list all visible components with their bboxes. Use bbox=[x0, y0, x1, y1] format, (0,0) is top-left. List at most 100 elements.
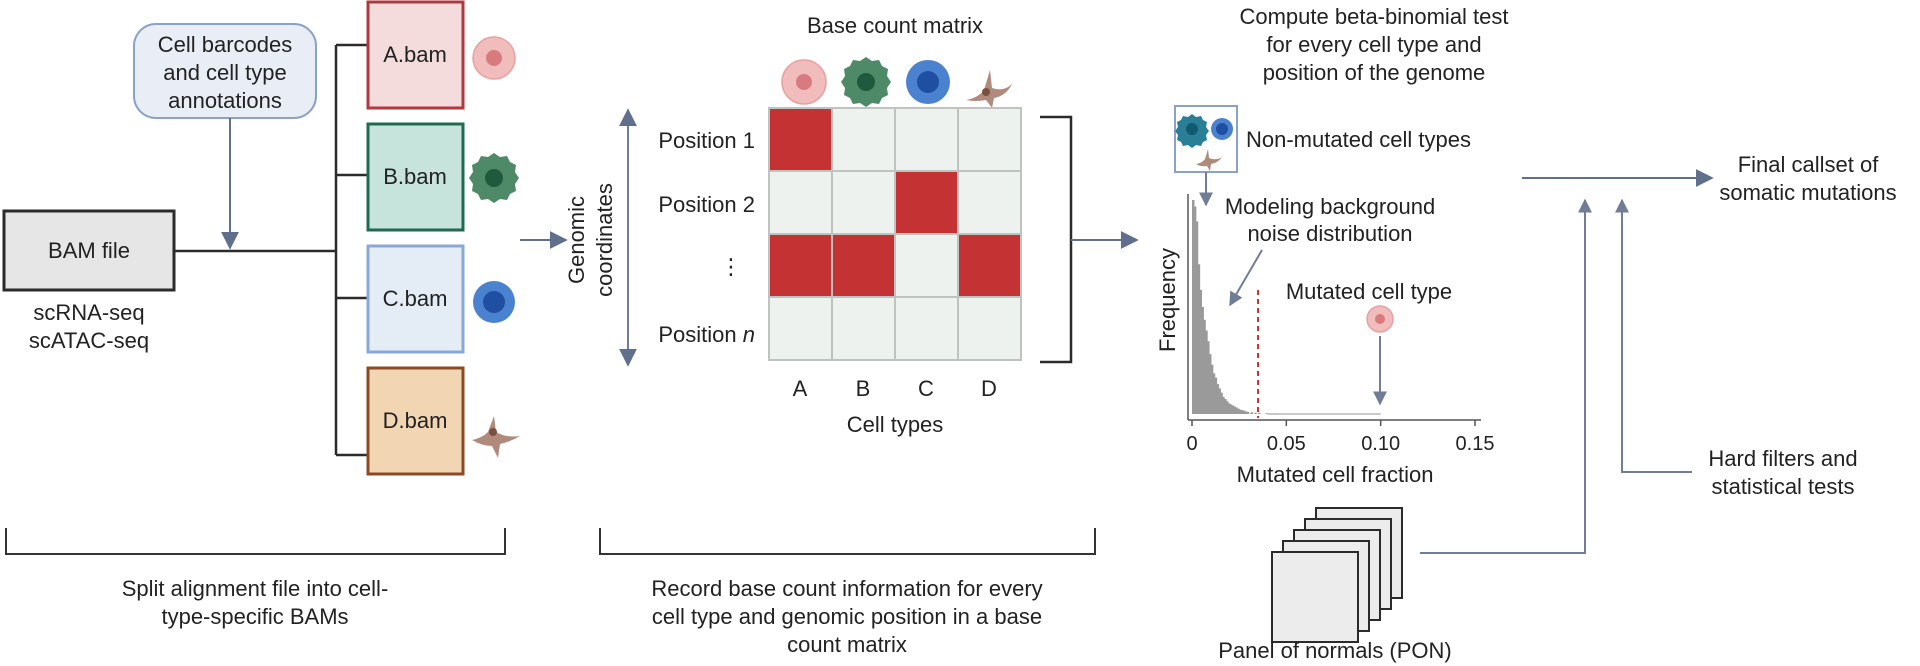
hist-bar bbox=[1222, 396, 1225, 414]
annotation-line1: Cell barcodes bbox=[158, 32, 293, 57]
hist-bar bbox=[1239, 409, 1242, 414]
matrix-cell-r4-c bbox=[894, 296, 959, 361]
matrix-cell-r1-c bbox=[894, 107, 959, 172]
cell-d-icon bbox=[472, 416, 520, 458]
col-label-b: B bbox=[856, 376, 871, 401]
filters-line1: Hard filters and bbox=[1708, 446, 1857, 471]
hist-bar bbox=[1250, 412, 1253, 414]
hist-bar bbox=[1203, 319, 1206, 414]
test-title-line3: position of the genome bbox=[1263, 60, 1486, 85]
mutated-cell-icon bbox=[1366, 305, 1394, 333]
modeling-line2: noise distribution bbox=[1247, 221, 1412, 246]
test-title-line2: for every cell type and bbox=[1266, 32, 1481, 57]
bam-label-d: D.bam bbox=[383, 408, 448, 433]
matrix-bracket bbox=[1040, 115, 1073, 364]
hist-bar bbox=[1214, 377, 1218, 414]
hist-bar bbox=[1241, 410, 1244, 414]
genomic-axis-line2: coordinates bbox=[592, 183, 617, 297]
cell-b-icon bbox=[469, 153, 519, 203]
hist-bar bbox=[1218, 388, 1221, 414]
bam-file-group: BAM file scRNA-seq scATAC-seq bbox=[2, 209, 176, 353]
hist-bar bbox=[1233, 406, 1236, 414]
non-mutated-label: Non-mutated cell types bbox=[1246, 127, 1471, 152]
bam-file-label: BAM file bbox=[48, 238, 130, 263]
matrix-cell-r4-a bbox=[768, 296, 833, 361]
caption-record-line3: count matrix bbox=[787, 632, 907, 657]
cell-icons-bam bbox=[469, 36, 520, 458]
row-label-ellipsis: ⋮ bbox=[720, 254, 742, 279]
final-line1: Final callset of bbox=[1738, 152, 1880, 177]
col-label-d: D bbox=[981, 376, 997, 401]
bam-file-sub2: scATAC-seq bbox=[29, 328, 149, 353]
annotation-group: Cell barcodes and cell type annotations bbox=[133, 23, 317, 250]
matrix-cell-r3-d bbox=[957, 233, 1022, 298]
bam-box-a bbox=[366, 0, 465, 110]
matrix-cell-r4-b bbox=[831, 296, 896, 361]
bam-box-b bbox=[366, 122, 465, 232]
arrow-filters-to-final bbox=[1615, 198, 1692, 473]
hist-bars bbox=[1192, 200, 1306, 414]
matrix-cell-c-icon bbox=[906, 60, 950, 104]
caption-record-line2: cell type and genomic position in a base bbox=[652, 604, 1042, 629]
mutated-label: Mutated cell type bbox=[1286, 279, 1452, 304]
hist-bar bbox=[1197, 264, 1201, 414]
hist-bar bbox=[1235, 407, 1238, 414]
hist-bar bbox=[1207, 341, 1210, 414]
bam-label-c: C.bam bbox=[383, 286, 448, 311]
bam-box-c bbox=[366, 244, 465, 354]
caption-split-line1: Split alignment file into cell- bbox=[122, 576, 389, 601]
matrix-cell-r1-d bbox=[957, 107, 1022, 172]
split-connectors bbox=[174, 43, 368, 457]
annotation-line3: annotations bbox=[168, 88, 282, 113]
bam-file-sub1: scRNA-seq bbox=[33, 300, 144, 325]
pon-stack bbox=[1271, 507, 1403, 643]
matrix-cell-d-icon bbox=[966, 70, 1012, 108]
hist-bar bbox=[1192, 200, 1195, 414]
hist-bar bbox=[1244, 411, 1248, 414]
hist-bar bbox=[1231, 405, 1235, 414]
matrix-cell-r1-b bbox=[831, 107, 896, 172]
hist-tick-label: 0.15 bbox=[1456, 433, 1495, 455]
split-bracket bbox=[5, 528, 506, 555]
bam-box-d bbox=[366, 366, 465, 476]
cell-a-icon bbox=[472, 36, 516, 80]
col-label-c: C bbox=[918, 376, 934, 401]
hist-tick-label: 0.05 bbox=[1267, 433, 1306, 455]
annotation-line2: and cell type bbox=[163, 60, 287, 85]
modeling-arrow bbox=[1229, 249, 1263, 307]
non-mutated-d-icon bbox=[1196, 149, 1222, 171]
row-label-n: Position n bbox=[658, 322, 755, 347]
matrix-cell-r3-b bbox=[831, 233, 896, 298]
split-bam-list: A.bam B.bam C.bam D.bam bbox=[366, 0, 465, 476]
hist-bar bbox=[1195, 221, 1199, 414]
filters-line2: statistical tests bbox=[1711, 474, 1854, 499]
hist-tick-label: 0.10 bbox=[1361, 433, 1400, 455]
row-label-2: Position 2 bbox=[658, 192, 755, 217]
hist-x-label: Mutated cell fraction bbox=[1237, 462, 1434, 487]
hist-bar bbox=[1227, 403, 1231, 414]
matrix-cell-b-icon bbox=[841, 57, 891, 107]
caption-record-line1: Record base count information for every bbox=[651, 576, 1042, 601]
row-label-1: Position 1 bbox=[658, 128, 755, 153]
hist-bar bbox=[1199, 289, 1203, 414]
final-line2: somatic mutations bbox=[1719, 180, 1896, 205]
test-title-line1: Compute beta-binomial test bbox=[1239, 4, 1508, 29]
matrix-x-axis-label: Cell types bbox=[847, 412, 944, 437]
matrix-cell-r2-c bbox=[894, 170, 959, 235]
non-mutated-box bbox=[1174, 105, 1238, 173]
matrix-header-icons bbox=[781, 57, 1012, 108]
hist-bar bbox=[1229, 404, 1233, 414]
hist-bar bbox=[1225, 401, 1229, 414]
hist-y-label: Frequency bbox=[1155, 248, 1180, 352]
bam-label-b: B.bam bbox=[383, 164, 447, 189]
record-bracket bbox=[599, 528, 1096, 555]
hist-bar bbox=[1224, 399, 1227, 414]
hist-bar bbox=[1242, 410, 1246, 414]
bam-label-a: A.bam bbox=[383, 42, 447, 67]
hist-bar bbox=[1220, 392, 1223, 414]
hist-bar bbox=[1216, 384, 1220, 414]
annotation-box bbox=[133, 23, 317, 119]
hist-bar bbox=[1193, 206, 1197, 414]
